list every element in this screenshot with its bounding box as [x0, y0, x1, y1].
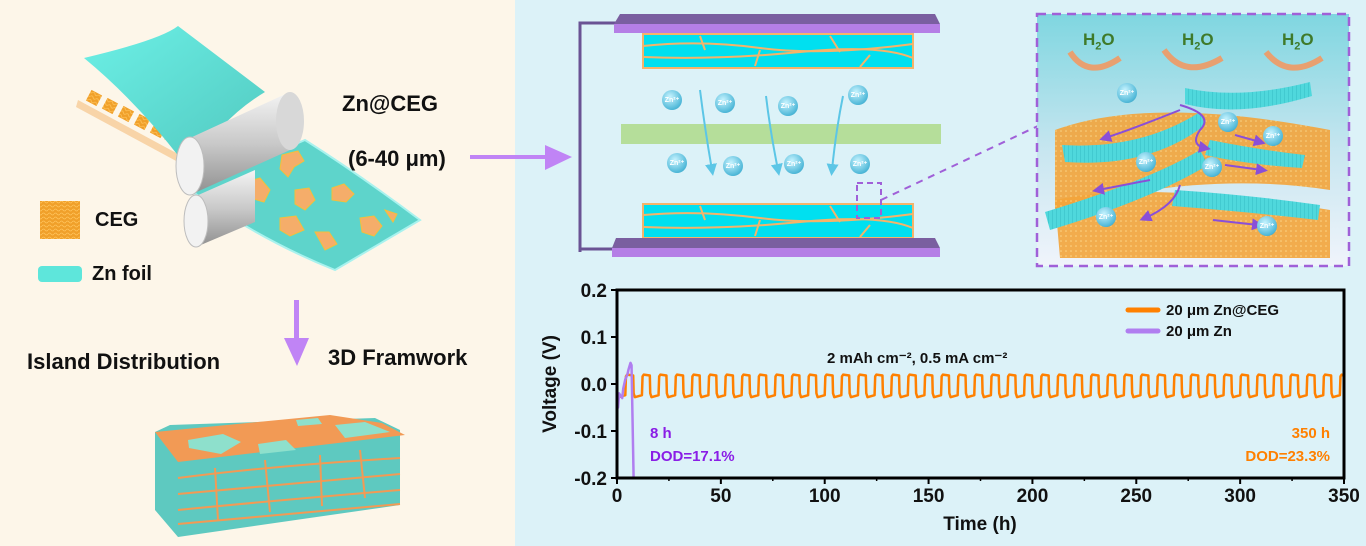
x-axis-label: Time (h) — [943, 514, 1017, 535]
down-arrow-icon — [284, 300, 309, 366]
separator — [621, 124, 941, 144]
zn-ion-icon: Zn²⁺ — [1218, 112, 1238, 132]
y-axis-label: Voltage (V) — [540, 335, 561, 433]
y-tick-label-4: -0.2 — [574, 469, 607, 490]
x-tick-label-0: 0 — [612, 486, 623, 507]
chart-series-layer — [615, 361, 1345, 479]
annotation-zn-ceg-dod: DOD=23.3% — [1245, 448, 1330, 465]
framework-label: 3D Framwork — [328, 345, 468, 370]
water-arrows — [1067, 48, 1324, 71]
legend: 20 μm Zn@CEG 20 μm Zn — [1125, 302, 1279, 340]
condition-annotation: 2 mAh cm⁻², 0.5 mA cm⁻² — [827, 350, 1007, 367]
zn-ion-icon: Zn²⁺ — [667, 153, 687, 173]
zn-ion-icon: Zn²⁺ — [1257, 216, 1277, 236]
y-tick-label-2: 0.0 — [581, 375, 607, 396]
x-tick-label-7: 350 — [1328, 486, 1360, 507]
zn-ion-icon: Zn²⁺ — [784, 154, 804, 174]
water-label: H2O — [1083, 30, 1115, 53]
zn-ion-icon: Zn²⁺ — [1117, 83, 1137, 103]
legend-label-zn: 20 μm Zn — [1166, 323, 1232, 340]
series-line-zn-ceg — [615, 373, 1345, 399]
top-current-collector — [614, 14, 940, 24]
x-tick-label-3: 150 — [913, 486, 945, 507]
x-tick-label-4: 200 — [1017, 486, 1049, 507]
zn-ion-icon: Zn²⁺ — [1136, 152, 1156, 172]
y-tick-label-3: -0.1 — [574, 422, 607, 443]
bottom-roller — [183, 170, 255, 248]
bottom-current-collector — [612, 238, 940, 248]
zn-ion-icon: Zn²⁺ — [715, 93, 735, 113]
product-label: Zn@CEG — [342, 91, 439, 116]
x-tick-label-6: 300 — [1224, 486, 1256, 507]
water-label: H2O — [1182, 30, 1214, 53]
zn-ion-icon: Zn²⁺ — [1202, 157, 1222, 177]
series-line-zn — [615, 361, 635, 479]
top-roller — [175, 92, 304, 196]
annotation-zn-ceg-time: 350 h — [1292, 425, 1330, 442]
y-tick-label-1: 0.1 — [581, 328, 608, 349]
legend-label-zn-ceg: 20 μm Zn@CEG — [1166, 302, 1279, 319]
annotation-zn-dod: DOD=17.1% — [650, 448, 735, 465]
zn-ion-icon: Zn²⁺ — [662, 90, 682, 110]
chart-ticks: 0 50 100 150 200 250 300 350 0.2 0.1 0.0 -0.1 -0.2 — [574, 281, 1360, 507]
legend-zn-foil-label: Zn foil — [92, 263, 152, 285]
ion-paths — [1092, 104, 1268, 231]
zn-ion-icon: Zn²⁺ — [778, 96, 798, 116]
cell-diagram — [578, 14, 1041, 257]
zn-ion-icon: Zn²⁺ — [1263, 126, 1283, 146]
legend-ceg-label: CEG — [95, 209, 139, 231]
top-electrode — [642, 33, 914, 69]
zn-ion-icon: Zn²⁺ — [848, 85, 868, 105]
zn-ion-icon: Zn²⁺ — [1096, 207, 1116, 227]
right-arrow-icon — [470, 145, 572, 170]
water-label: H2O — [1282, 30, 1314, 53]
zn-tubes — [1045, 82, 1320, 230]
zn-foil-swatch-icon — [38, 266, 82, 282]
x-tick-label-2: 100 — [809, 486, 841, 507]
inset-panel — [1035, 12, 1351, 268]
zn-ion-icon: Zn²⁺ — [723, 156, 743, 176]
x-tick-label-5: 250 — [1120, 486, 1152, 507]
thickness-label: (6-40 μm) — [348, 146, 446, 171]
y-tick-label-0: 0.2 — [581, 281, 607, 302]
x-tick-label-1: 50 — [710, 486, 731, 507]
island-distribution-label: Island Distribution — [27, 349, 221, 374]
framework-block — [155, 415, 405, 537]
ceg-swatch-icon — [40, 201, 80, 239]
zn-ion-icon: Zn²⁺ — [850, 154, 870, 174]
annotation-zn-time: 8 h — [650, 425, 672, 442]
